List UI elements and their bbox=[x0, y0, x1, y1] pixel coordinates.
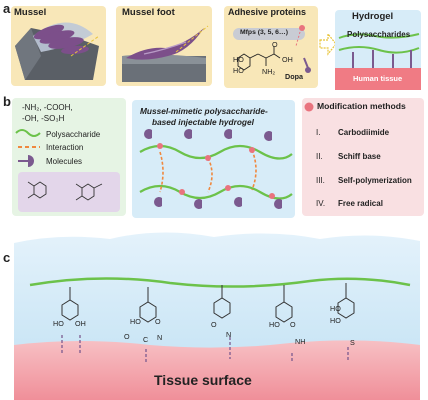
c2-o-bottom: O bbox=[124, 332, 130, 341]
groups-line-1: -NH₂, -COOH, bbox=[22, 103, 73, 112]
hydrogel-illustration bbox=[335, 33, 421, 90]
method-1-label: Carbodiimide bbox=[338, 128, 390, 137]
c5-s: S bbox=[350, 338, 355, 347]
mussel-foot-title: Mussel foot bbox=[122, 7, 175, 18]
method-2-label: Schiff base bbox=[338, 152, 381, 161]
tissue-interface-illustration bbox=[14, 232, 420, 400]
method-4-label: Free radical bbox=[338, 199, 383, 208]
dopa-o: O bbox=[272, 40, 278, 49]
c3-n: N bbox=[226, 330, 232, 339]
center-title-line-2: based injectable hydrogel bbox=[152, 117, 254, 127]
panel-c-letter: c bbox=[3, 250, 11, 265]
tissue-surface-label: Tissue surface bbox=[154, 372, 252, 388]
method-2-num: II. bbox=[316, 152, 323, 161]
c5-ho: HO bbox=[330, 304, 341, 313]
dopa-ho-top: HO bbox=[233, 55, 244, 64]
c4-ho: HO bbox=[269, 320, 280, 329]
adhesive-proteins-box bbox=[224, 6, 318, 88]
molecule-structures-box bbox=[18, 172, 120, 212]
mfps-pill bbox=[233, 28, 305, 40]
dopa-structure bbox=[237, 25, 311, 73]
dopa-oh: OH bbox=[282, 55, 293, 64]
human-tissue-label: Human tissue bbox=[353, 74, 403, 83]
dopa-nh2: NH₂ bbox=[262, 67, 276, 76]
method-3-label: Self-polymerization bbox=[338, 176, 412, 185]
c1-ho: HO bbox=[53, 319, 64, 328]
method-1-num: I. bbox=[316, 128, 321, 137]
panel-b-letter: b bbox=[3, 94, 11, 109]
legend-interaction: Interaction bbox=[46, 143, 84, 152]
c1-oh: OH bbox=[75, 319, 86, 328]
catechol-structures bbox=[27, 181, 103, 201]
c2-n: N bbox=[157, 333, 163, 342]
hydrogel-title: Hydrogel bbox=[352, 11, 394, 22]
groups-line-2: -OH, -SO₃H bbox=[22, 114, 65, 123]
arrow-to-hydrogel-icon bbox=[319, 32, 337, 56]
c2-c: C bbox=[143, 335, 149, 344]
c4-nh: NH bbox=[295, 337, 306, 346]
c2-o: O bbox=[155, 317, 161, 326]
center-title-line-1: Mussel-mimetic polysaccharide- bbox=[140, 106, 268, 116]
methods-title: Modification methods bbox=[317, 101, 406, 111]
polysaccharide-symbol bbox=[15, 129, 41, 137]
polysaccharides-label: Polysaccharides bbox=[347, 30, 411, 39]
methods-box bbox=[302, 98, 424, 216]
legend-polysaccharide: Polysaccharide bbox=[46, 130, 101, 139]
dopa-ho-bottom: HO bbox=[233, 66, 244, 75]
c3-o: O bbox=[211, 320, 217, 329]
hydrogel-network bbox=[139, 129, 293, 209]
adhesive-proteins-title: Adhesive proteins bbox=[228, 7, 307, 17]
mussel-foot-illustration bbox=[122, 25, 209, 82]
mfps-label: Mfps (3, 5, 6…) bbox=[240, 29, 288, 36]
legend-symbols bbox=[15, 129, 41, 167]
c5-ho-2: HO bbox=[330, 316, 341, 325]
method-4-num: IV. bbox=[316, 199, 326, 208]
mussel-title: Mussel bbox=[14, 7, 47, 18]
panel-a-letter: a bbox=[3, 1, 11, 16]
mussel-illustration bbox=[15, 22, 100, 80]
method-3-num: III. bbox=[316, 176, 325, 185]
legend-molecules: Molecules bbox=[46, 157, 83, 166]
c4-o: O bbox=[290, 320, 296, 329]
modification-dot-icon bbox=[304, 102, 314, 112]
c2-ho: HO bbox=[130, 317, 141, 326]
dopa-label: Dopa bbox=[285, 72, 303, 81]
